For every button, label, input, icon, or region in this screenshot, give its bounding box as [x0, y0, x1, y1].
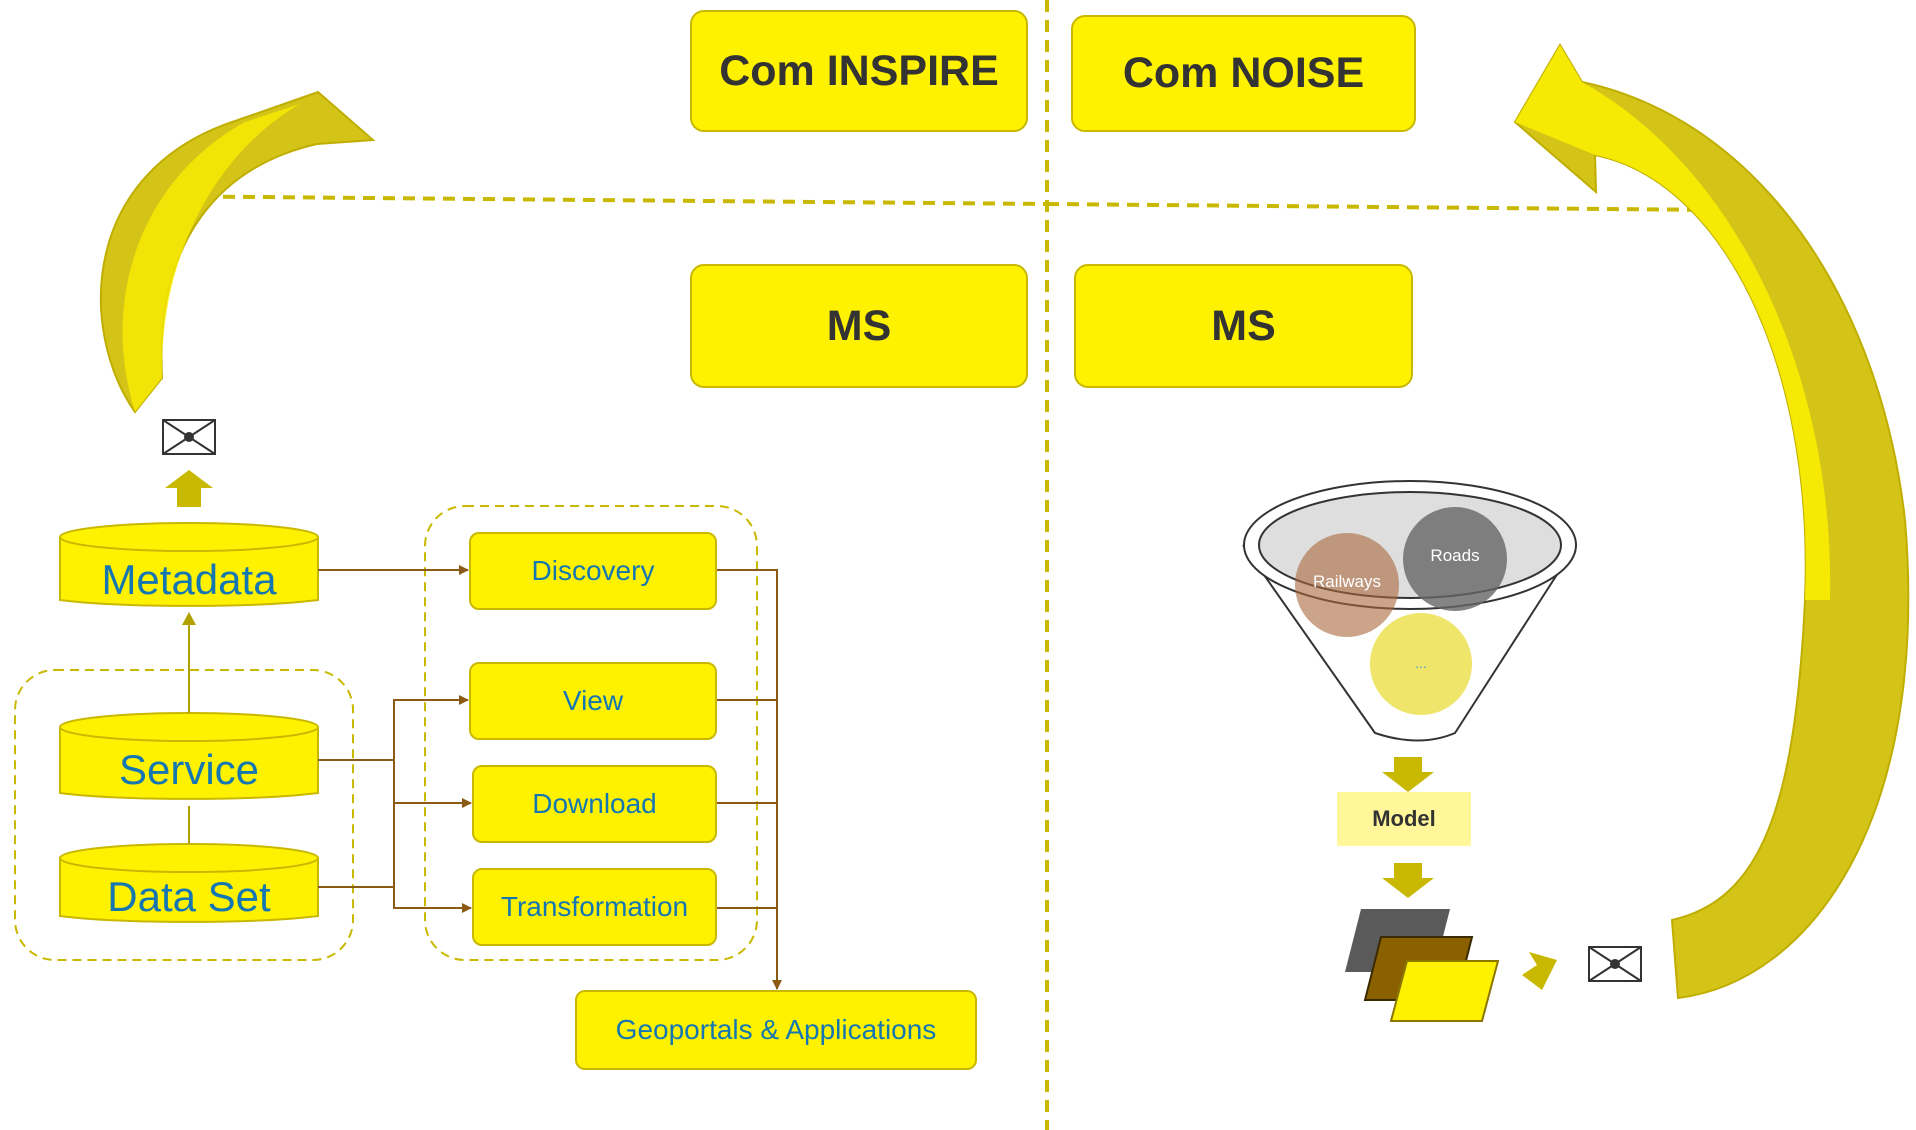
up-arrow-icon — [165, 470, 213, 507]
discovery-box: Discovery — [469, 532, 717, 610]
transformation-box: Transformation — [472, 868, 717, 946]
dataset-cylinder — [59, 843, 319, 923]
metadata-label: Metadata — [101, 556, 277, 603]
service-cylinder — [59, 712, 319, 800]
horizontal-divider-left — [142, 194, 1048, 206]
service-connectors — [318, 565, 782, 990]
railways-circle — [1295, 533, 1399, 637]
diagonal-arrow-icon — [1522, 952, 1557, 990]
com-inspire-box: Com INSPIRE — [690, 10, 1028, 132]
envelope-icon-right — [1588, 946, 1642, 982]
ms-box-right: MS — [1074, 264, 1413, 388]
view-box: View — [469, 662, 717, 740]
roads-label: Roads — [1430, 546, 1480, 565]
right-curved-arrow-highlight — [1515, 45, 1831, 600]
map-layers-icon — [1345, 909, 1500, 1022]
store-group-outline — [14, 669, 354, 961]
com-noise-box: Com NOISE — [1071, 15, 1416, 132]
service-label: Service — [118, 746, 260, 793]
metadata-cylinder — [59, 522, 319, 607]
envelope-icon-left — [162, 419, 216, 455]
roads-circle — [1403, 507, 1507, 611]
other-source-circle — [1370, 613, 1472, 715]
ms-box-left: MS — [690, 264, 1028, 388]
left-curved-arrow-highlight — [122, 104, 300, 412]
download-box: Download — [472, 765, 717, 843]
dataset-label: Data Set — [107, 873, 271, 920]
service-group-outline — [424, 505, 758, 961]
funnel-icon — [1242, 480, 1577, 742]
arrowhead-metadata — [182, 612, 196, 625]
horizontal-divider-right — [1046, 202, 1721, 212]
down-arrow-icon-2 — [1382, 863, 1434, 898]
down-arrow-icon-1 — [1382, 757, 1434, 792]
right-curved-arrow-icon — [1513, 43, 1910, 1000]
geoportals-box: Geoportals & Applications — [575, 990, 977, 1070]
model-box: Model — [1337, 792, 1471, 846]
other-source-label: ... — [1415, 655, 1427, 671]
railways-label: Railways — [1312, 572, 1382, 591]
